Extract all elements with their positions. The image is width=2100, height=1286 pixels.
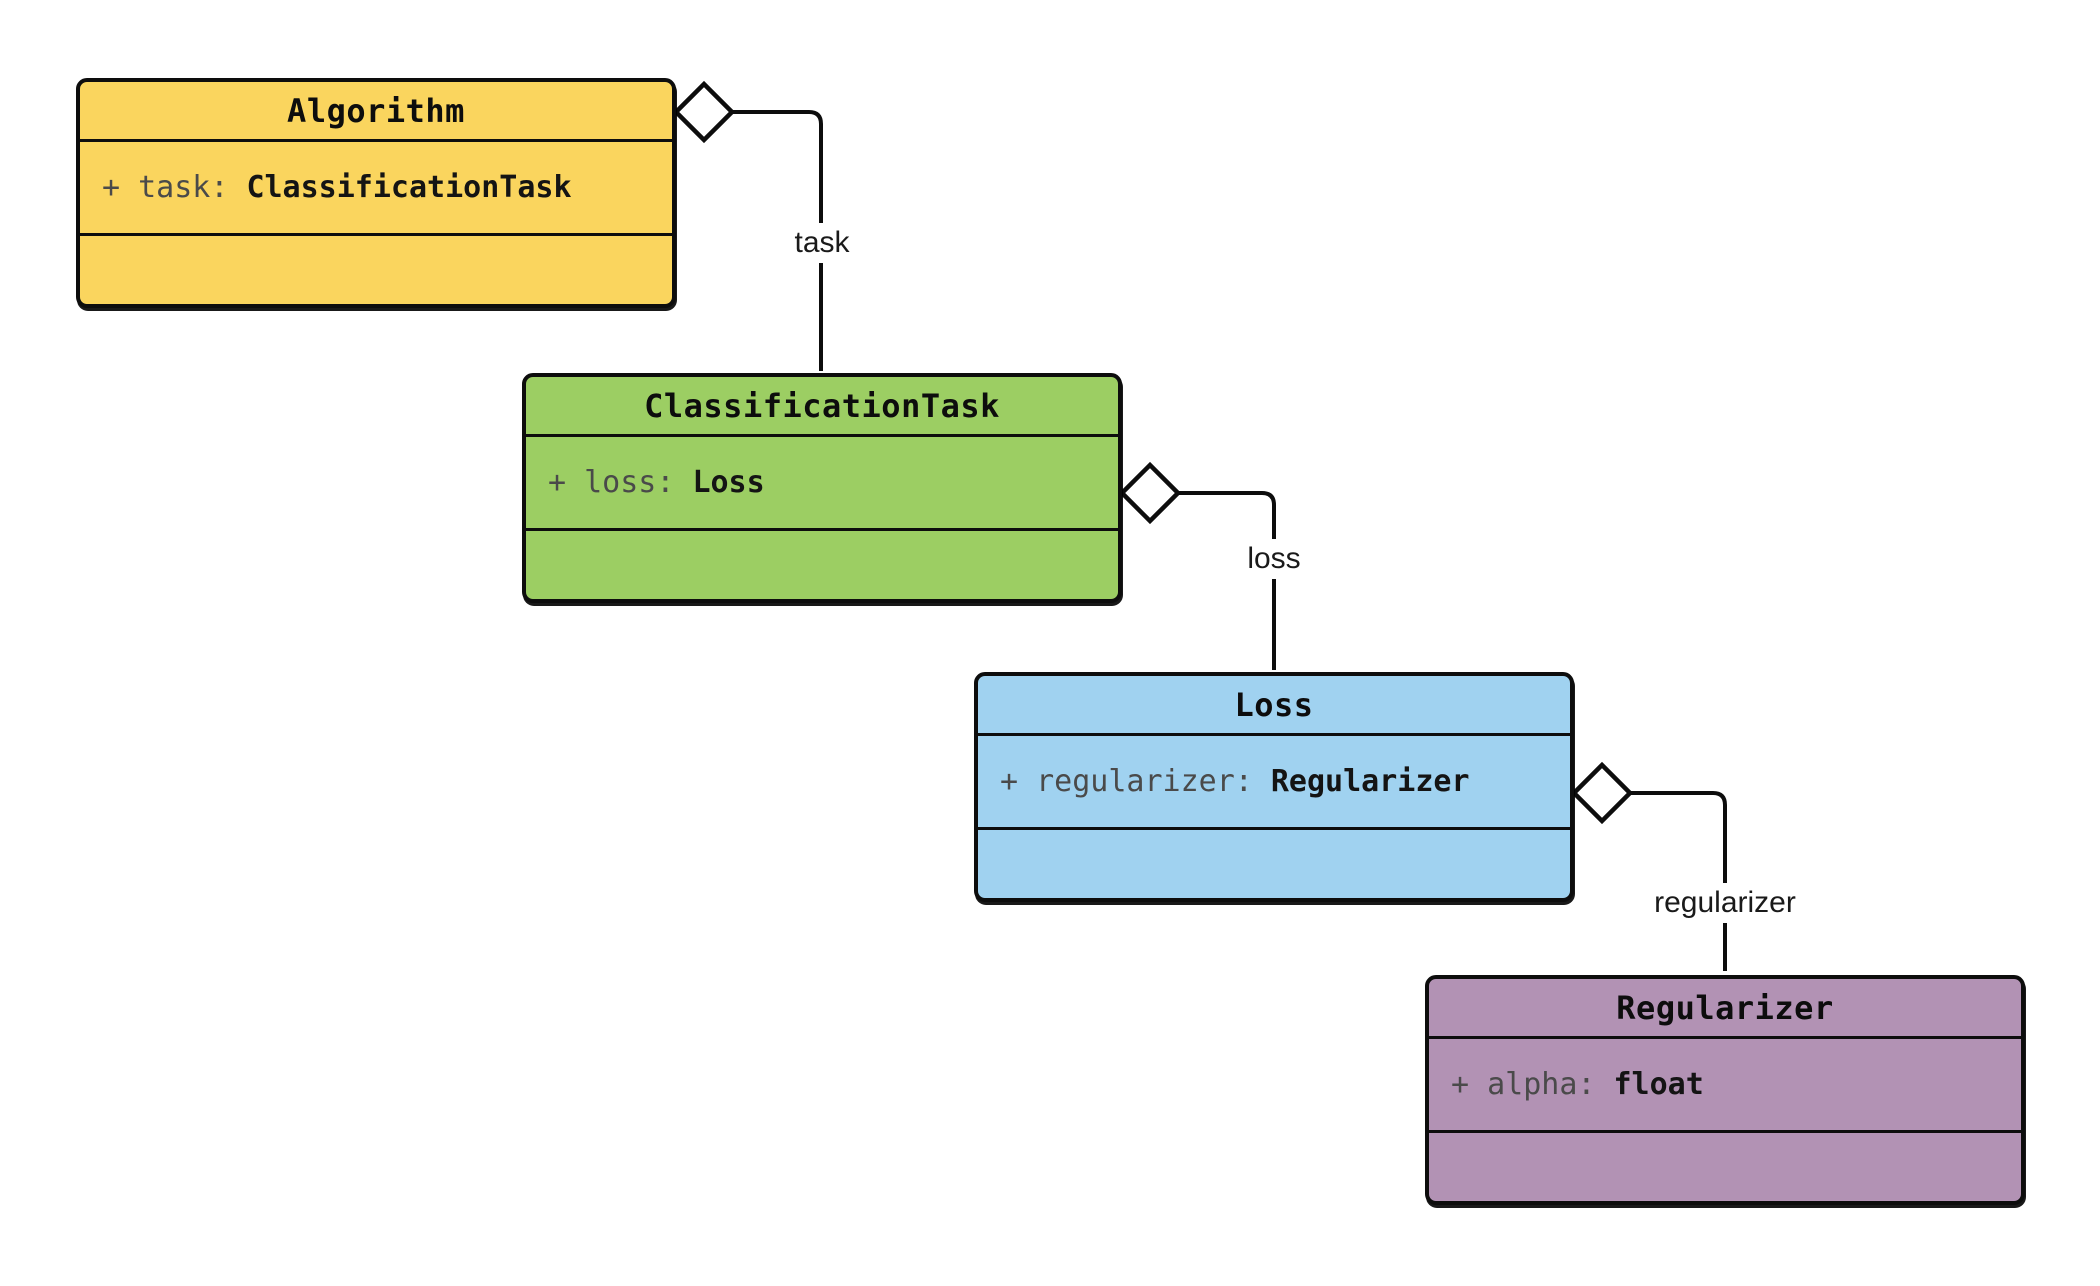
attribute-prefix: + regularizer:	[1000, 764, 1253, 799]
class-box-regularizer: Regularizer + alpha: float	[1425, 975, 2025, 1205]
edge-label-loss: loss	[1239, 539, 1309, 579]
class-attribute-row: + task: ClassificationTask	[80, 139, 672, 233]
class-attribute-row: + loss: Loss	[526, 434, 1118, 528]
attribute-prefix: + loss:	[548, 465, 675, 500]
attribute-type: float	[1613, 1067, 1704, 1102]
class-methods-compartment-empty	[978, 827, 1570, 898]
class-title: Regularizer	[1616, 988, 1834, 1027]
aggregation-diamond-icon	[1118, 461, 1182, 525]
edge-label-regularizer: regularizer	[1646, 883, 1804, 923]
attribute-prefix: + task:	[102, 170, 229, 205]
class-attribute-row: + regularizer: Regularizer	[978, 733, 1570, 827]
edge-label-task: task	[786, 223, 858, 263]
class-title: ClassificationTask	[644, 386, 1000, 425]
class-title: Loss	[1234, 685, 1314, 724]
class-box-algorithm: Algorithm + task: ClassificationTask	[76, 78, 676, 308]
aggregation-diamond-icon	[672, 80, 736, 144]
class-methods-compartment-empty	[526, 528, 1118, 599]
attribute-type: ClassificationTask	[246, 170, 572, 205]
aggregation-edge-loss	[1178, 491, 1276, 670]
class-methods-compartment-empty	[1429, 1130, 2021, 1201]
aggregation-diamond-icon	[1570, 761, 1634, 825]
attribute-type: Regularizer	[1270, 764, 1470, 799]
class-box-loss: Loss + regularizer: Regularizer	[974, 672, 1574, 902]
attribute-type: Loss	[692, 465, 765, 500]
attribute-prefix: + alpha:	[1451, 1067, 1596, 1102]
class-title: Algorithm	[287, 91, 465, 130]
class-methods-compartment-empty	[80, 233, 672, 304]
aggregation-edge-regularizer	[1630, 791, 1727, 971]
class-attribute-row: + alpha: float	[1429, 1036, 2021, 1130]
class-box-classificationtask: ClassificationTask + loss: Loss	[522, 373, 1122, 603]
